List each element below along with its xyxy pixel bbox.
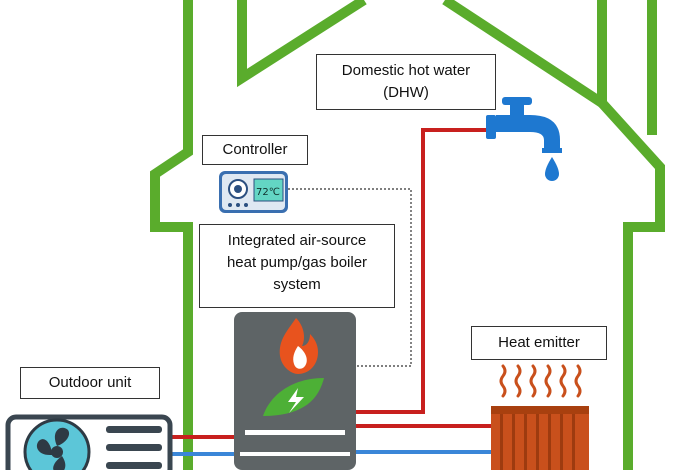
control-wire xyxy=(288,188,412,367)
controller-icon: 72℃ xyxy=(219,171,288,213)
heat-waves-icon xyxy=(499,364,582,398)
controller-label: Controller xyxy=(202,135,308,165)
dhw-label: Domestic hot water (DHW) xyxy=(316,54,496,110)
dhw-label-line1: Domestic hot water xyxy=(341,62,471,79)
heat-emitter-label: Heat emitter xyxy=(471,326,607,360)
house-outline xyxy=(150,0,665,470)
flame-icon xyxy=(279,318,318,374)
controller-display: 72℃ xyxy=(256,187,280,198)
integrated-label-line1: Integrated air-source xyxy=(227,232,367,249)
heat-emitter-label-text: Heat emitter xyxy=(498,334,580,351)
integrated-label-line3: system xyxy=(273,276,321,293)
integrated-label-line2: heat pump/gas boiler xyxy=(226,254,368,271)
pipes xyxy=(170,128,492,456)
outdoor-unit-label-text: Outdoor unit xyxy=(48,374,132,391)
fan-icon xyxy=(23,418,91,470)
integrated-system-label: Integrated air-source heat pump/gas boil… xyxy=(199,224,395,308)
leaf-bolt-icon xyxy=(263,378,324,416)
controller-label-text: Controller xyxy=(222,141,288,158)
outdoor-unit-label: Outdoor unit xyxy=(20,367,160,399)
radiator-icon xyxy=(491,406,589,470)
hot-water-pipe xyxy=(356,128,490,414)
tap-icon xyxy=(486,97,562,153)
water-drop-icon xyxy=(545,157,559,181)
integrated-unit xyxy=(234,312,356,470)
outdoor-unit xyxy=(5,414,173,470)
dhw-label-line2: (DHW) xyxy=(383,84,429,101)
